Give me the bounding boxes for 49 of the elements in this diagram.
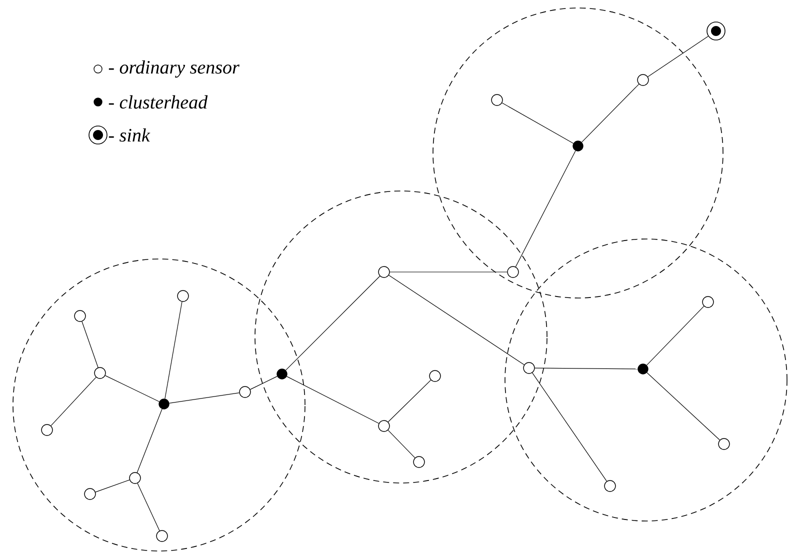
sensor-node bbox=[177, 290, 189, 302]
sensor-node bbox=[604, 480, 616, 492]
sensor-node bbox=[74, 310, 86, 322]
link-line bbox=[136, 408, 162, 473]
clusterhead-node bbox=[276, 368, 288, 380]
link-line bbox=[515, 150, 576, 268]
sensor-node bbox=[84, 488, 96, 500]
sensor-node bbox=[637, 74, 649, 86]
link-line bbox=[534, 368, 638, 370]
sensor-node bbox=[129, 472, 141, 484]
sensor-node bbox=[702, 296, 714, 308]
sensor-node bbox=[413, 456, 425, 468]
link-line bbox=[82, 321, 98, 368]
link-line bbox=[646, 372, 720, 440]
sensor-node bbox=[523, 362, 535, 374]
link-line bbox=[169, 392, 240, 404]
clusterhead-node bbox=[638, 364, 648, 374]
sensor-node bbox=[41, 424, 53, 436]
clusterhead-node bbox=[572, 140, 584, 152]
sink-node bbox=[706, 22, 726, 40]
sensor-node bbox=[239, 386, 251, 398]
link-line bbox=[388, 430, 416, 458]
link-line bbox=[646, 306, 704, 366]
link-line bbox=[581, 84, 640, 142]
sensor-node bbox=[718, 438, 730, 450]
link-line bbox=[250, 376, 278, 390]
link-line bbox=[50, 376, 96, 426]
clusterhead-node bbox=[158, 398, 170, 410]
sensor-node bbox=[156, 530, 168, 542]
sensor-node bbox=[94, 367, 106, 379]
legend-text: - sink bbox=[108, 128, 150, 142]
sensor-node bbox=[378, 420, 390, 432]
link-line bbox=[388, 380, 432, 422]
link-line bbox=[286, 276, 380, 370]
link-line bbox=[104, 375, 160, 402]
sensor-node bbox=[378, 266, 390, 278]
link-line bbox=[502, 102, 574, 144]
link-line bbox=[137, 483, 160, 531]
legend-text: - ordinary sensor bbox=[108, 60, 240, 78]
legend-text: - clusterhead bbox=[108, 95, 208, 109]
sensor-node bbox=[429, 370, 441, 382]
link-line bbox=[95, 480, 130, 492]
sensor-node bbox=[491, 94, 503, 106]
link-line bbox=[532, 372, 607, 482]
link-line bbox=[388, 274, 524, 366]
link-line bbox=[286, 376, 380, 424]
link-line bbox=[164, 301, 182, 400]
link-line bbox=[648, 36, 708, 78]
sensor-node bbox=[507, 266, 519, 278]
